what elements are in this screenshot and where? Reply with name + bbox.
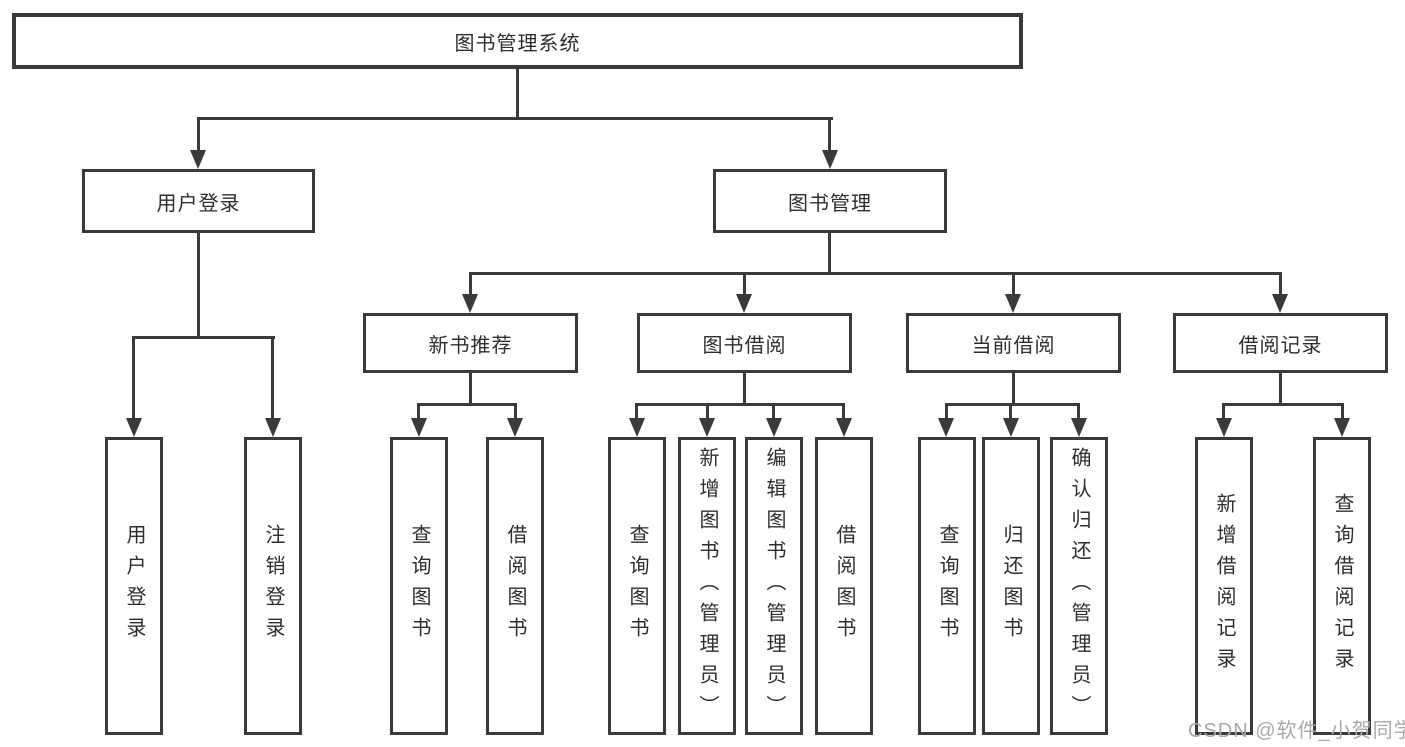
node-label: 当前借阅 <box>971 334 1056 357</box>
connector-to-borrow-records <box>1279 272 1282 296</box>
connector-level2-split <box>469 272 1282 275</box>
node-label: 编辑图书（管理员） <box>763 446 785 726</box>
arrow-down-icon <box>699 418 715 437</box>
connector-leaf-drop <box>842 403 845 420</box>
arrow-down-icon <box>462 294 478 313</box>
connector-leaf-drop <box>1222 403 1225 420</box>
connector-leaf-drop <box>514 403 517 420</box>
connector-to-leaf-logout <box>271 336 274 420</box>
connector-borrow-stem <box>743 373 746 406</box>
node-label: 归还图书 <box>1000 524 1022 648</box>
node-label: 用户登录 <box>123 524 145 648</box>
arrow-down-icon <box>507 418 523 437</box>
node-label: 图书借阅 <box>702 334 787 357</box>
node-user-login: 用户登录 <box>82 169 315 233</box>
connector-borrow-split <box>635 403 845 406</box>
connector-leaf-drop <box>417 403 420 420</box>
connector-records-split <box>1222 403 1343 406</box>
leaf-return-books: 归还图书 <box>982 437 1040 735</box>
node-label: 用户登录 <box>156 192 241 215</box>
node-book-management: 图书管理 <box>713 169 947 233</box>
arrow-down-icon <box>1071 418 1087 437</box>
arrow-down-icon <box>629 418 645 437</box>
connector-to-current-borrow <box>1012 272 1015 296</box>
node-current-borrow: 当前借阅 <box>906 313 1121 373</box>
arrow-down-icon <box>836 418 852 437</box>
arrow-down-icon <box>190 150 206 169</box>
node-label: 查询图书 <box>408 524 430 648</box>
node-label: 确认归还（管理员） <box>1068 446 1090 726</box>
leaf-query-borrow-record: 查询借阅记录 <box>1313 437 1371 735</box>
connector-current-stem <box>1012 373 1015 406</box>
arrow-down-icon <box>1272 294 1288 313</box>
connector-leaf-drop <box>1009 403 1012 420</box>
arrow-down-icon <box>938 418 954 437</box>
arrow-down-icon <box>1003 418 1019 437</box>
connector-user-login-stem <box>197 233 200 336</box>
connector-current-split <box>945 403 1080 406</box>
arrow-down-icon <box>411 418 427 437</box>
arrow-down-icon <box>126 418 142 437</box>
node-label: 查询图书 <box>626 524 648 648</box>
node-label: 借阅图书 <box>504 524 526 648</box>
leaf-query-books-recommend: 查询图书 <box>390 437 448 735</box>
connector-to-new-book-recommend <box>469 272 472 296</box>
leaf-confirm-return-admin: 确认归还（管理员） <box>1050 437 1108 735</box>
connector-recommend-split <box>417 403 517 406</box>
leaf-add-borrow-record: 新增借阅记录 <box>1195 437 1253 735</box>
node-label: 图书管理系统 <box>454 32 581 55</box>
node-new-book-recommend: 新书推荐 <box>363 313 578 373</box>
node-library-management-system: 图书管理系统 <box>12 13 1023 69</box>
connector-root-stem <box>516 69 519 117</box>
connector-to-user-login <box>197 117 200 152</box>
node-label: 图书管理 <box>788 192 872 215</box>
arrow-down-icon <box>265 418 281 437</box>
connector-leaf-drop <box>1341 403 1344 420</box>
connector-leaf-drop <box>1077 403 1080 420</box>
csdn-watermark: CSDN @软件_小贺同学 <box>1188 720 1405 742</box>
arrow-down-icon <box>1334 418 1350 437</box>
connector-to-leaf-user-login <box>132 336 135 420</box>
arrow-down-icon <box>736 294 752 313</box>
node-label: 借阅记录 <box>1238 334 1323 357</box>
node-label: 注销登录 <box>262 524 284 648</box>
leaf-borrow-books-recommend: 借阅图书 <box>486 437 544 735</box>
connector-to-book-borrow <box>743 272 746 296</box>
arrow-down-icon <box>1216 418 1232 437</box>
arrow-down-icon <box>822 150 838 169</box>
node-label: 新增借阅记录 <box>1213 493 1235 679</box>
leaf-add-books-admin: 新增图书（管理员） <box>678 437 736 735</box>
connector-to-book-management <box>828 117 831 152</box>
arrow-down-icon <box>766 418 782 437</box>
connector-user-login-split <box>132 336 275 339</box>
connector-records-stem <box>1279 373 1282 406</box>
leaf-edit-books-admin: 编辑图书（管理员） <box>745 437 803 735</box>
leaf-logout-login: 注销登录 <box>244 437 302 735</box>
leaf-query-books-borrow: 查询图书 <box>608 437 666 735</box>
leaf-borrow-books: 借阅图书 <box>815 437 873 735</box>
leaf-query-books-current: 查询图书 <box>918 437 976 735</box>
node-label: 查询借阅记录 <box>1331 493 1353 679</box>
connector-book-management-stem <box>828 233 831 272</box>
leaf-user-login: 用户登录 <box>105 437 163 735</box>
connector-leaf-drop <box>635 403 638 420</box>
node-book-borrow: 图书借阅 <box>637 313 852 373</box>
node-label: 新书推荐 <box>428 334 513 357</box>
connector-leaf-drop <box>706 403 709 420</box>
connector-level1-split <box>197 117 833 120</box>
node-label: 查询图书 <box>936 524 958 648</box>
arrow-down-icon <box>1005 294 1021 313</box>
connector-recommend-stem <box>469 373 472 406</box>
node-borrow-records: 借阅记录 <box>1173 313 1388 373</box>
node-label: 新增图书（管理员） <box>696 446 718 726</box>
connector-leaf-drop <box>772 403 775 420</box>
node-label: 借阅图书 <box>833 524 855 648</box>
connector-leaf-drop <box>945 403 948 420</box>
